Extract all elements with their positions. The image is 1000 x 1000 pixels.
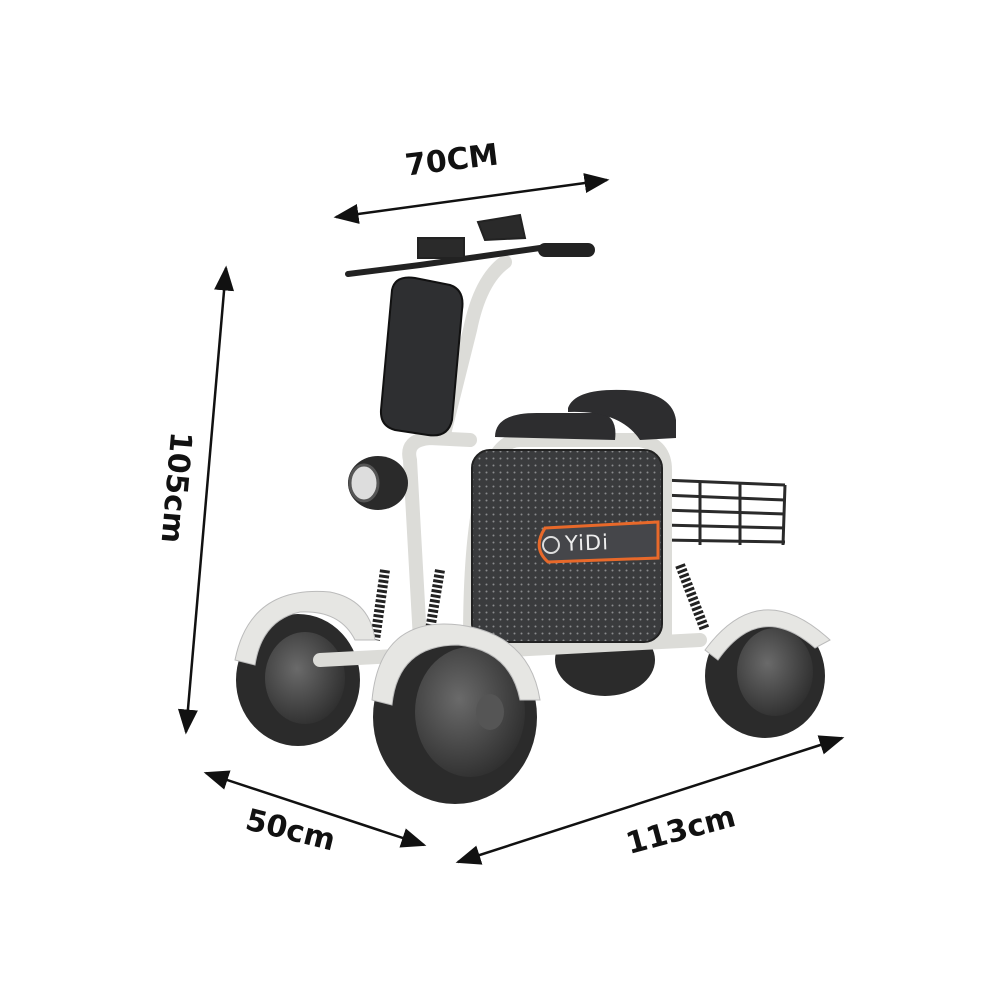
width-arrow [333,173,610,224]
brand-logo: YiDi [564,530,610,556]
length-arrow [455,735,845,865]
rear-left-fender [234,590,376,666]
dimension-arrows [177,173,845,865]
height-arrow [177,265,235,735]
headlight [348,456,408,510]
battery-body [471,449,663,643]
rear-basket [661,478,787,546]
seats [495,389,676,440]
suspension [370,563,710,641]
depth-arrow [203,770,427,848]
handlebar-bag [379,276,464,437]
front-left-wheel [371,623,541,804]
rear-right-wheel [704,609,831,738]
handlebar [345,213,595,277]
